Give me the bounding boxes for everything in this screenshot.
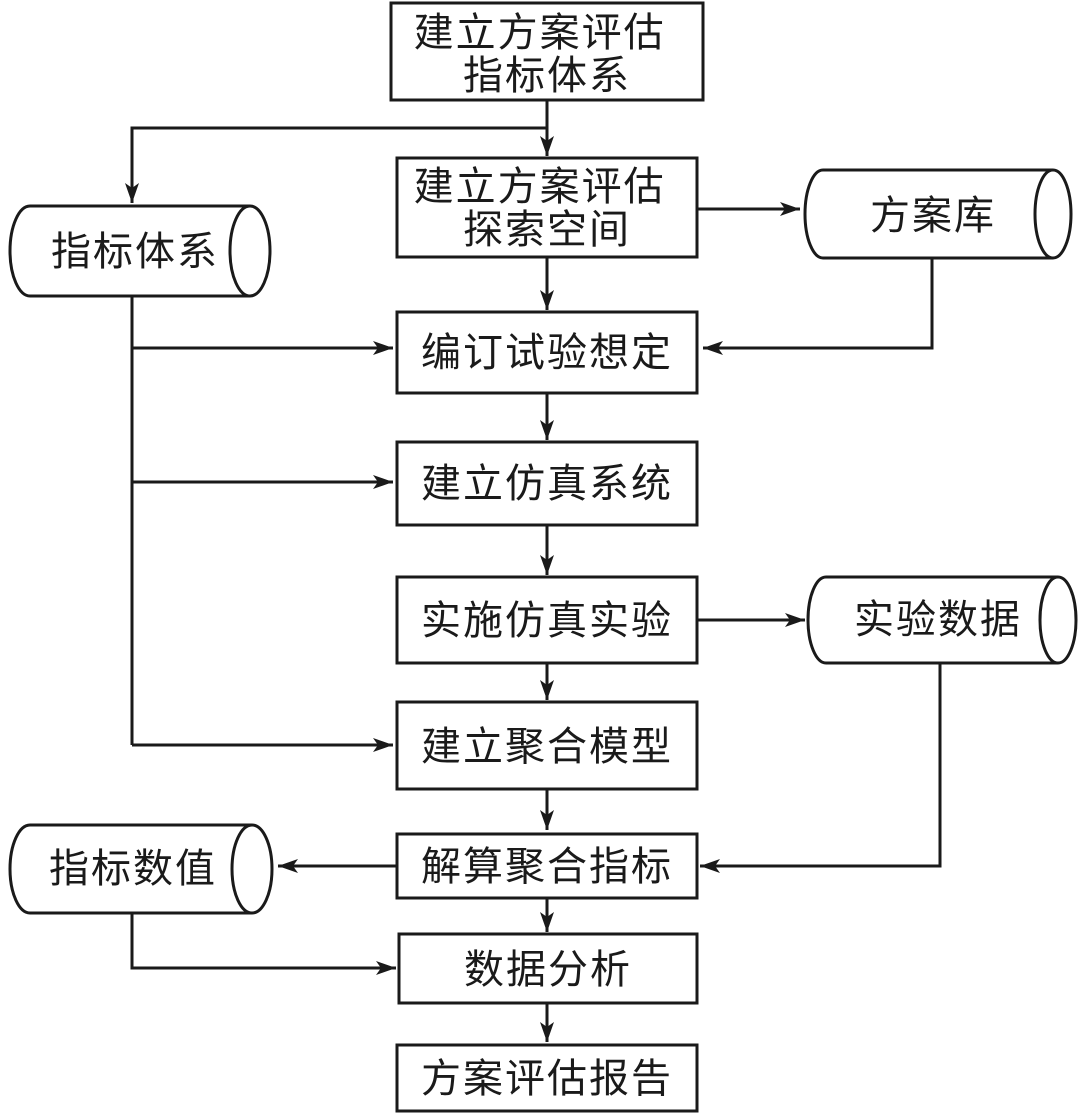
svg-text:建立方案评估 探索空间: 建立方案评估 探索空间 xyxy=(414,164,681,253)
arrow-library-to-scenario xyxy=(703,258,934,355)
connectors xyxy=(125,100,942,1042)
datastore-label: 指标数值 xyxy=(49,846,217,892)
datastore-scheme-library: 方案库 xyxy=(803,168,1073,260)
datastore-indicator-values: 指标数值 xyxy=(8,823,274,915)
arrow-data-to-solve xyxy=(700,663,942,873)
box-label: 建立聚合模型 xyxy=(421,724,673,770)
arrow-values-to-analysis xyxy=(130,912,396,975)
box-label: 数据分析 xyxy=(464,947,632,993)
process-box-explore-space: 建立方案评估 探索空间 xyxy=(395,156,699,259)
process-box-data-analysis: 数据分析 xyxy=(397,932,699,1005)
box-label: 编订试验想定 xyxy=(421,330,673,376)
process-box-report: 方案评估报告 xyxy=(395,1043,699,1113)
process-box-scenario: 编订试验想定 xyxy=(395,310,699,395)
datastore-label: 指标体系 xyxy=(51,229,219,275)
box-label: 建立仿真系统 xyxy=(421,461,673,507)
box-label: 解算聚合指标 xyxy=(421,844,673,890)
datastore-indicator-system: 指标体系 xyxy=(8,204,272,298)
box-line: 指标体系 xyxy=(463,53,631,99)
box-label: 实施仿真实验 xyxy=(421,598,673,644)
box-label: 方案评估报告 xyxy=(421,1056,673,1102)
box-line: 探索空间 xyxy=(463,207,631,253)
arrow-branch-to-indicator-db xyxy=(125,126,547,203)
datastore-label: 方案库 xyxy=(870,193,996,239)
process-box-sim-experiment: 实施仿真实验 xyxy=(395,575,699,665)
process-box-aggregate-model: 建立聚合模型 xyxy=(395,700,699,791)
svg-text:建立方案评估 指标体系: 建立方案评估 指标体系 xyxy=(414,10,681,99)
datastore-label: 实验数据 xyxy=(854,597,1022,643)
box-line: 建立方案评估 xyxy=(414,164,666,210)
datastore-experiment-data: 实验数据 xyxy=(806,575,1078,665)
process-box-indicator-system: 建立方案评估 指标体系 xyxy=(389,1,705,102)
box-line: 建立方案评估 xyxy=(414,10,666,56)
process-box-solve-indicators: 解算聚合指标 xyxy=(395,832,699,900)
process-box-sim-system: 建立仿真系统 xyxy=(395,440,699,527)
